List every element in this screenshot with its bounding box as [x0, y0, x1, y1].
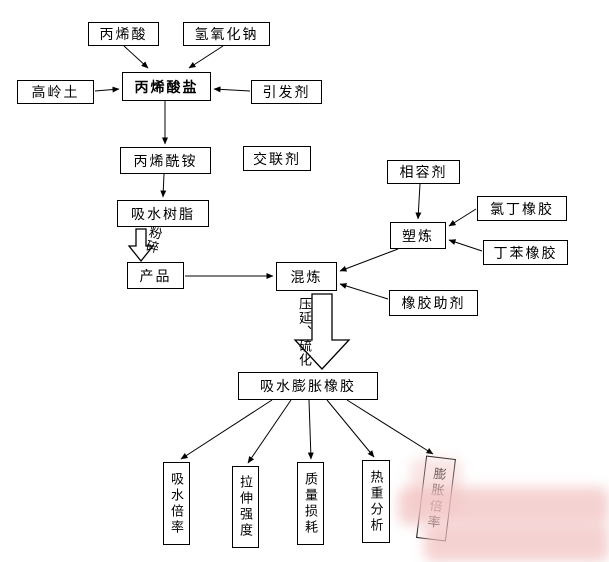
- arrow-rubber-to-test-mass-loss: [307, 399, 314, 460]
- arrow-acrylic-acid-to-acrylate: [123, 45, 149, 69]
- node-crosslinker: 交联剂: [243, 146, 311, 171]
- arrow-rubber-to-test-tga: [326, 399, 375, 458]
- arrow-sodium-hydroxide-to-acrylate: [188, 45, 224, 69]
- arrow-acrylamide-to-resin: [160, 173, 167, 198]
- arrow-initiator-to-acrylate: [213, 86, 251, 93]
- node-compatibilizer: 相容剂: [387, 160, 460, 184]
- arrow-plastication-to-mixing: [339, 248, 399, 272]
- arrow-kaolin-to-acrylate: [94, 86, 120, 93]
- node-rubber-additives: 橡胶助剂: [389, 290, 478, 316]
- arrow-rubber-to-test-absorption: [180, 399, 273, 460]
- node-mixing: 混炼: [276, 262, 337, 291]
- arrow-rubber-to-test-expansion: [346, 399, 434, 455]
- node-water-absorbing-resin: 吸水树脂: [117, 200, 209, 227]
- node-acrylamide: 丙烯酰铵: [120, 147, 211, 174]
- node-acrylate: 丙烯酸盐: [122, 72, 211, 101]
- arrow-additives-to-mixing: [339, 283, 389, 300]
- arrow-compatibilizer-to-plastication: [415, 183, 422, 220]
- label-calender-vulcanize: 压延、硫化: [297, 297, 312, 367]
- node-plastication: 塑炼: [390, 222, 446, 249]
- block-arrow-pulverize: [127, 228, 155, 263]
- node-sodium-hydroxide: 氢氧化钠: [183, 22, 270, 46]
- node-test-water-absorption-ratio: 吸水倍率: [163, 462, 190, 545]
- arrow-sbr-to-plastication: [448, 239, 483, 252]
- node-product: 产品: [127, 262, 184, 289]
- node-initiator: 引发剂: [251, 80, 322, 104]
- arrow-chloroprene-to-plastication: [448, 208, 477, 227]
- node-kaolin: 高岭土: [17, 80, 94, 104]
- node-acrylic-acid: 丙烯酸: [88, 22, 159, 46]
- node-test-tensile-strength: 拉伸强度: [232, 466, 259, 548]
- node-chloroprene-rubber: 氯丁橡胶: [477, 196, 567, 221]
- node-water-swelling-rubber: 吸水膨胀橡胶: [238, 372, 378, 400]
- block-arrow-calender-vulcanize: [293, 293, 351, 370]
- node-test-mass-loss: 质量损耗: [297, 462, 324, 545]
- node-styrene-butadiene-rubber: 丁苯橡胶: [483, 240, 568, 265]
- node-test-thermogravimetric-analysis: 热重分析: [362, 460, 390, 543]
- arrow-rubber-to-test-tensile: [247, 399, 292, 464]
